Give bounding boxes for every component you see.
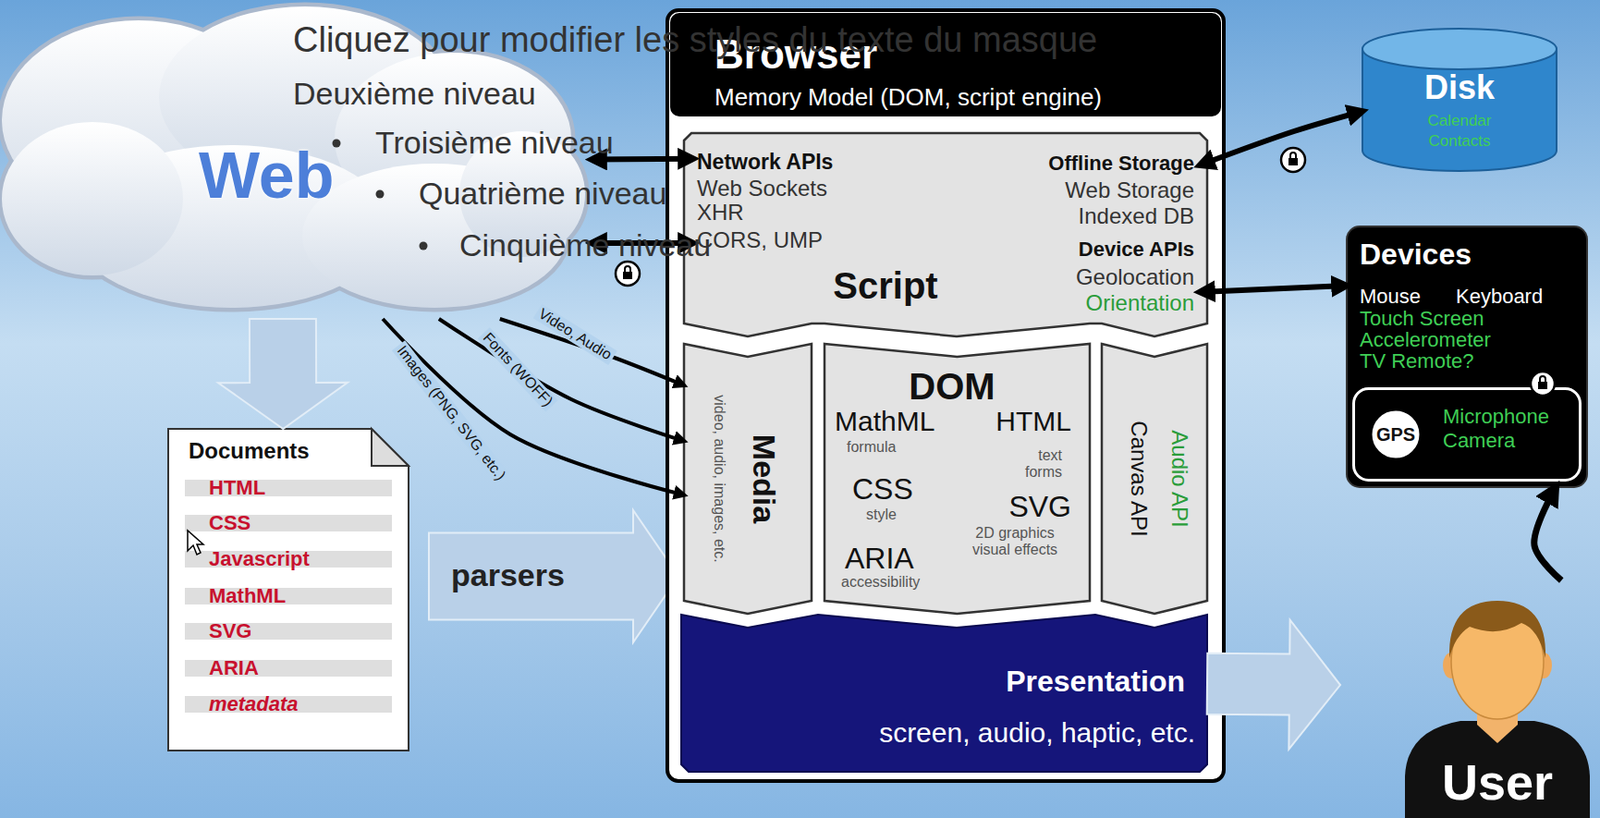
connector-arrow [439, 318, 684, 441]
browser-box: Network APIsWeb SocketsXHRCORS, UMP Offli… [665, 8, 1226, 783]
node-text: style [866, 506, 897, 524]
placeholder-text: Cinquième niveau [459, 227, 711, 264]
node-text: Camera [1442, 428, 1515, 452]
edge-label: Images (PNG, SVG, etc.) [391, 340, 512, 487]
node-text: screen, audio, haptic, etc. [879, 717, 1196, 750]
user-figure: User [1340, 580, 1595, 818]
gps-circle: GPS [1368, 407, 1423, 462]
node-title: Script [832, 264, 938, 307]
bullet [332, 139, 342, 148]
media-column: Media video, audio, images, etc. [683, 343, 812, 614]
node-text: formula [846, 439, 896, 456]
node-title: Media [745, 434, 782, 524]
node-text: Audio API [1166, 429, 1193, 527]
node-text: ARIA [208, 656, 259, 680]
node-text: CSS [208, 511, 251, 535]
script-region: Network APIsWeb SocketsXHRCORS, UMP Offli… [683, 133, 1208, 337]
edge-label: Video, Audio [533, 304, 618, 366]
api-group: Network APIsWeb SocketsXHRCORS, UMP [693, 146, 892, 262]
node-text: Indexed DB [1078, 203, 1195, 230]
node-text: Orientation [1086, 290, 1195, 317]
node-text: Javascript [208, 547, 310, 571]
lock-icon [1530, 371, 1555, 396]
bullet [419, 242, 428, 251]
node-title: parsers [451, 557, 565, 594]
node-text: ARIA [844, 541, 915, 576]
node-title: Documents [188, 438, 310, 465]
document-list: DocumentsHTML CSS JavascriptMathML SVG ARIA m… [168, 428, 409, 751]
node-text: Touch Screen [1359, 306, 1485, 330]
dom-column: DOMMathMLformula HTML text formsCSSstyle SV… [824, 343, 1090, 614]
node-text: Accelerometer [1359, 328, 1491, 352]
node-text: MathML [834, 405, 935, 439]
canvas-column: Canvas API Audio API [1101, 343, 1208, 614]
node-title: Offline Storage [1048, 151, 1195, 175]
node-text: Geolocation [1075, 264, 1195, 291]
disk-cylinder: DiskCalendarContacts [1362, 28, 1557, 171]
parser-arrow: parsers [428, 510, 679, 643]
node-text: accessibility [841, 574, 920, 591]
node-title: Devices [1359, 237, 1472, 272]
node-text: metadata [208, 692, 299, 716]
node-text: Memory Model (DOM, script engine) [714, 84, 1102, 112]
node-text: video, audio, images, etc. [710, 394, 728, 562]
node-text: Calendar [1428, 111, 1492, 131]
node-text: SVG [208, 619, 252, 643]
devices-box: GPSMicrophoneCameraDevicesMouseKeyboardT… [1346, 226, 1588, 488]
placeholder-text: Quatrième niveau [418, 175, 667, 212]
node-title: DOM [908, 365, 995, 408]
node-title: Device APIs [1078, 237, 1195, 261]
bullet [376, 190, 385, 199]
node-title: GPS [1376, 424, 1416, 446]
flow-arrow [218, 318, 348, 429]
node-title: Web [198, 138, 335, 214]
presentation-band: Presentation screen, audio, haptic, etc. [681, 614, 1208, 772]
flow-arrow [1207, 620, 1341, 750]
node-title: Presentation [1005, 664, 1185, 699]
edge-label: Fonts (WOFF) [476, 327, 558, 413]
node-text: Web Sockets [696, 175, 828, 202]
node-text: HTML [208, 476, 266, 500]
node-text: Contacts [1428, 132, 1491, 151]
api-group: Device APIsGeolocationOrientation [998, 227, 1200, 320]
placeholder-text: Troisième niveau [375, 124, 614, 161]
node-text: Web Storage [1064, 177, 1195, 204]
node-title: Disk [1424, 68, 1495, 107]
node-text: text forms [1013, 447, 1063, 482]
node-text: CORS, UMP [696, 227, 823, 254]
node-text: 2D graphics visual effects [963, 525, 1067, 560]
node-text: CSS [852, 472, 914, 507]
sensor-box: GPS MicrophoneCamera [1352, 387, 1582, 482]
node-title: Microphone [1442, 404, 1550, 428]
node-title: Network APIs [696, 149, 833, 174]
node-text: Mouse [1359, 284, 1421, 308]
node-text: Keyboard [1455, 284, 1543, 308]
node-title: User [1441, 753, 1553, 811]
connector-arrow [1199, 285, 1347, 293]
node-text: XHR [696, 199, 745, 226]
node-text: HTML [995, 405, 1072, 439]
node-title: Canvas API [1125, 420, 1152, 537]
connector-arrow [382, 318, 684, 496]
lock-icon [1281, 147, 1306, 172]
connector-arrow [1534, 487, 1562, 581]
lock-icon [615, 261, 640, 286]
api-group: Offline StorageWeb StorageIndexed DB [998, 146, 1200, 233]
mouse-cursor [187, 530, 204, 555]
node-text: MathML [208, 584, 286, 608]
placeholder-text: Cliquez pour modifier les styles du text… [293, 20, 1098, 62]
node-text: TV Remote? [1359, 349, 1475, 373]
node-text: SVG [1008, 489, 1072, 525]
placeholder-text: Deuxième niveau [293, 75, 537, 112]
